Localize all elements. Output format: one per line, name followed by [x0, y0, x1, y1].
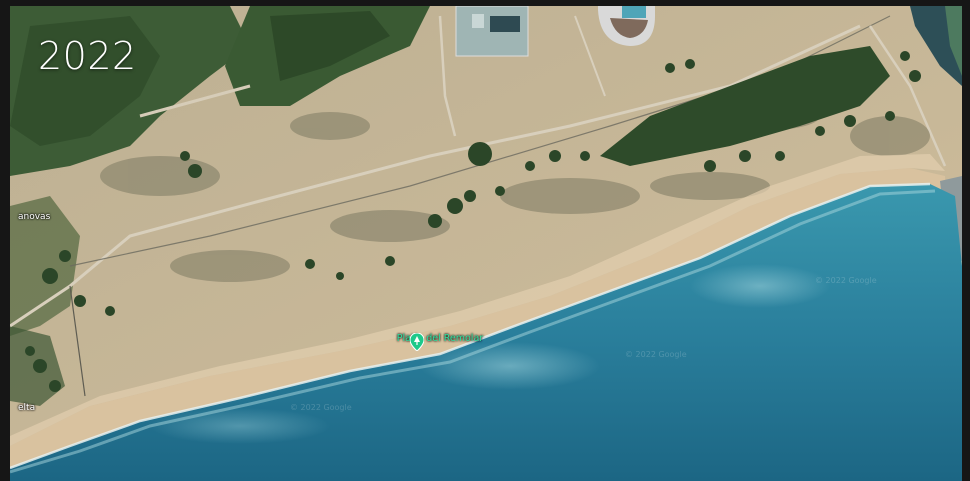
place-label-lower: elta	[18, 403, 36, 413]
poi-label: Platja del Remolar	[396, 333, 484, 344]
watermark: © 2022 Google	[625, 350, 687, 359]
satellite-map[interactable]: 2022 Platja del Remolar anovas elta © 20…	[10, 6, 962, 481]
beach-marker-icon	[410, 333, 424, 351]
watermark: © 2022 Google	[290, 403, 352, 412]
year-label: 2022	[38, 34, 137, 78]
watermark: © 2022 Google	[815, 276, 877, 285]
poi-marker-platja-del-remolar[interactable]: Platja del Remolar	[397, 333, 483, 351]
place-label-upper: anovas	[18, 212, 51, 222]
satellite-imagery	[10, 6, 962, 481]
